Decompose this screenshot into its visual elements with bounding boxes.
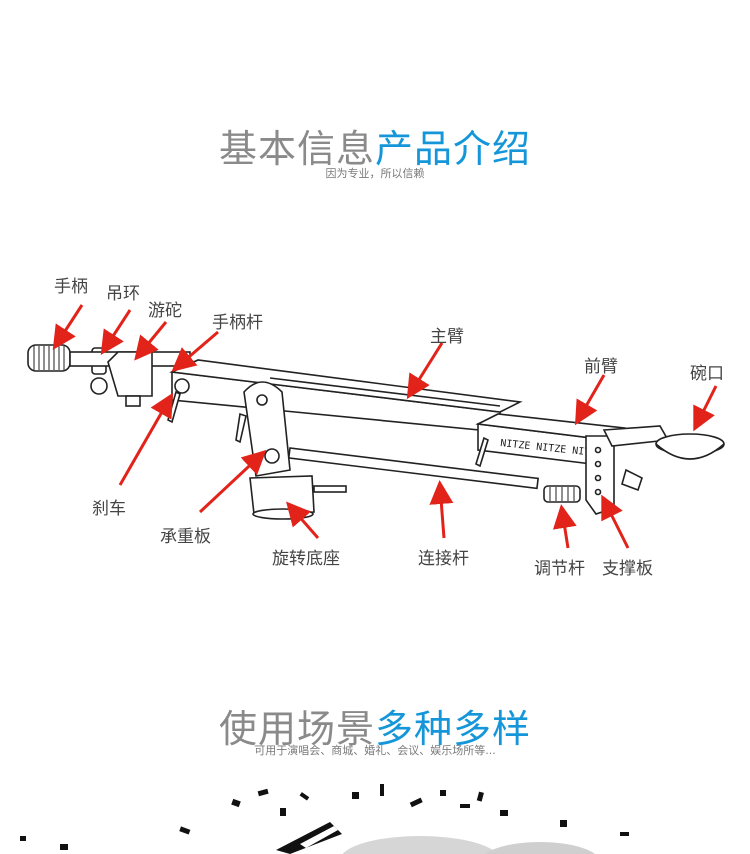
arrow-bowl: [696, 386, 716, 426]
label-handle-rod: 手柄杆: [212, 308, 263, 333]
scene-image: [0, 770, 750, 854]
section-subtitle-usage: 可用于演唱会、商城、婚礼、会议、娱乐场所等...: [0, 742, 750, 758]
arrow-brake: [120, 398, 170, 485]
label-swivel: 游砣: [148, 296, 182, 321]
label-hanging-ring: 吊环: [106, 279, 140, 304]
label-bearing-plate: 承重板: [160, 522, 211, 547]
label-brake: 刹车: [92, 494, 126, 519]
arrow-swivel: [138, 322, 166, 356]
arrow-adjusting-rod: [562, 510, 568, 548]
label-bowl: 碗口: [690, 359, 724, 384]
connecting-rod: [289, 448, 538, 488]
light-blob: [340, 836, 500, 854]
brake-lever: [168, 392, 180, 422]
label-connecting-rod: 连接杆: [418, 544, 469, 569]
arrow-main-arm: [410, 343, 442, 394]
label-front-arm: 前臂: [584, 352, 618, 377]
crane-drawing: NITZE NITZE NITZE: [28, 345, 724, 519]
arrow-connecting-rod: [440, 486, 444, 538]
arrow-front-arm: [578, 375, 604, 420]
hanging-ring: [91, 378, 107, 394]
label-handle: 手柄: [54, 272, 88, 297]
dark-shape: [276, 822, 342, 854]
swivel-block: [108, 352, 152, 396]
arrow-hanging-ring: [104, 310, 130, 350]
arrow-support-plate: [604, 500, 628, 548]
arrow-handle: [56, 305, 82, 345]
section-subtitle-product-intro: 因为专业，所以信赖: [0, 165, 750, 181]
label-adjusting-rod: 调节杆: [534, 554, 585, 579]
label-support-plate: 支撑板: [602, 554, 653, 579]
label-main-arm: 主臂: [430, 322, 464, 347]
label-rotating-base: 旋转底座: [272, 544, 340, 569]
